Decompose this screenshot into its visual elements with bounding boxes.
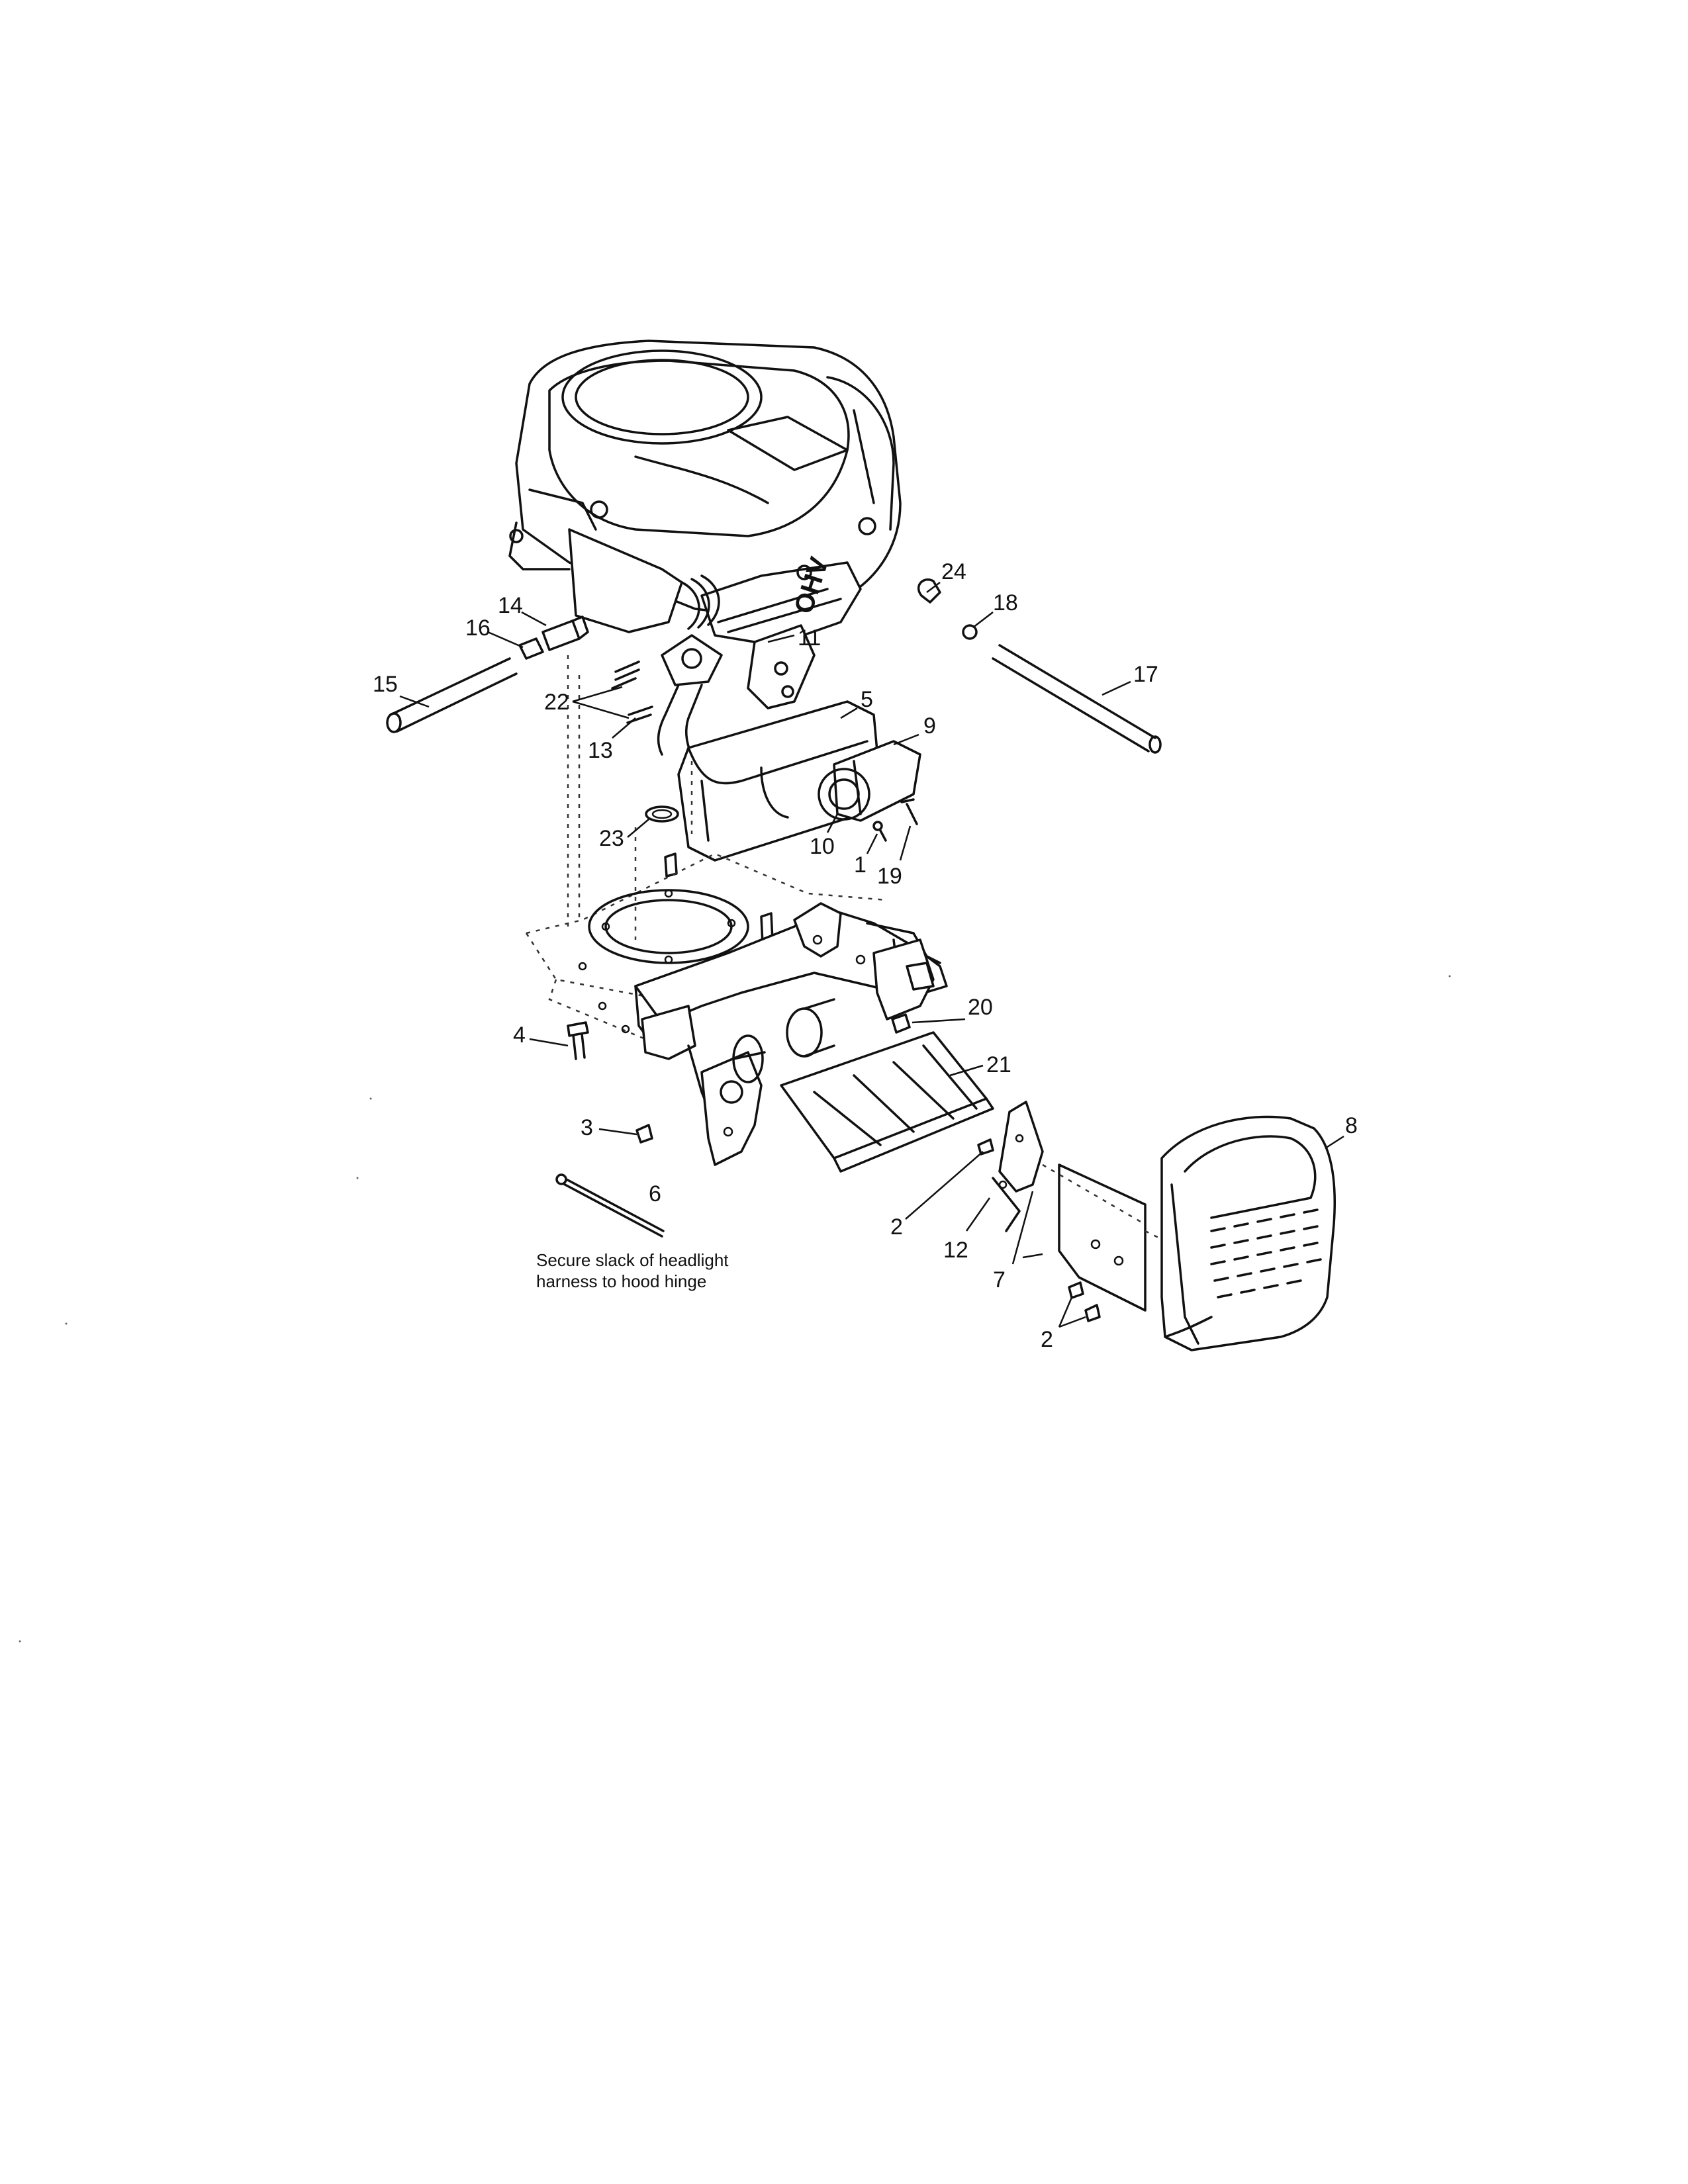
- label-part-2-upper: 2: [890, 1214, 903, 1240]
- muffler-bracket: [747, 624, 816, 709]
- label-part-10: 10: [810, 834, 835, 859]
- exhaust-gasket: [645, 805, 679, 823]
- label-part-17: 17: [1133, 662, 1158, 687]
- clamp-24: [917, 578, 941, 604]
- label-part-1: 1: [854, 852, 867, 878]
- label-part-22: 22: [544, 690, 569, 715]
- bolt-3: [635, 1124, 653, 1144]
- hood: [1160, 1115, 1336, 1351]
- exhaust-pipe: [657, 634, 723, 756]
- label-part-23: 23: [599, 826, 624, 851]
- label-part-19: 19: [877, 864, 902, 889]
- part-labels: 15 16 14 22 13 23 11 5 9 10 1 19 24 18 1…: [373, 559, 1358, 1352]
- label-part-6: 6: [649, 1181, 661, 1206]
- label-part-11: 11: [798, 625, 821, 651]
- engine-assembly: OHV: [508, 340, 902, 647]
- label-part-16: 16: [465, 615, 491, 641]
- note-line-2: harness to hood hinge: [536, 1271, 706, 1291]
- label-part-5: 5: [861, 687, 873, 712]
- label-part-8: 8: [1345, 1113, 1358, 1138]
- bolt-4: [567, 1021, 589, 1060]
- label-part-7: 7: [993, 1267, 1006, 1293]
- hose-15: [386, 657, 518, 733]
- nut-20: [891, 1013, 911, 1034]
- label-part-4: 4: [513, 1023, 526, 1048]
- note-line-1: Secure slack of headlight: [536, 1250, 729, 1270]
- label-part-3: 3: [581, 1115, 593, 1140]
- screw-1: [872, 821, 887, 842]
- label-part-18: 18: [993, 590, 1018, 615]
- hood-bolts: [1068, 1281, 1101, 1322]
- label-part-21: 21: [986, 1052, 1011, 1077]
- label-part-20: 20: [968, 995, 993, 1020]
- fitting-14: [541, 615, 589, 651]
- clamp-16: [518, 637, 544, 660]
- exhaust-bolts: [611, 660, 653, 724]
- screw-19: [900, 798, 918, 825]
- leader-lines: [399, 582, 1344, 1328]
- label-part-13: 13: [588, 738, 613, 763]
- label-part-2-lower: 2: [1041, 1327, 1053, 1352]
- chassis-frame: [525, 852, 948, 1166]
- hood-bracket-plate: [1042, 1163, 1172, 1312]
- fitting-18: [962, 624, 978, 640]
- label-part-24: 24: [941, 559, 966, 584]
- hood-hinge-bracket: [977, 1101, 1044, 1232]
- label-part-12: 12: [943, 1238, 968, 1263]
- cable-tie: [555, 1173, 665, 1238]
- label-part-9: 9: [923, 713, 936, 739]
- grille-plate: [780, 1031, 994, 1173]
- rod-17: [992, 644, 1162, 754]
- label-part-14: 14: [498, 593, 523, 618]
- label-part-15: 15: [373, 672, 398, 697]
